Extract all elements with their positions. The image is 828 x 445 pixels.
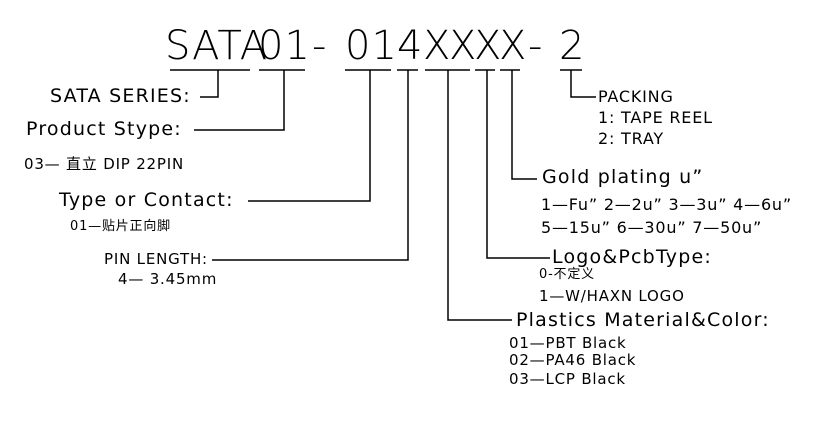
plastics-option: 03—LCP Black (509, 370, 626, 388)
leader-pin-length (212, 70, 409, 261)
plastics-option: 02—PA46 Black (509, 351, 637, 369)
pin-length-label: PIN LENGTH: (104, 250, 208, 268)
gold-plating-option: 1—Fu” 2—2u” 3—3u” 4—6u” (541, 195, 792, 214)
leader-sata-series (200, 70, 219, 98)
type-contact-option: 01—贴片正向脚 (70, 219, 171, 234)
leader-gold-plating (511, 70, 537, 180)
part-number-type-contact-code: 01 (345, 23, 398, 69)
packing-label: PACKING (598, 87, 674, 106)
type-contact-label: Type or Contact: (59, 189, 234, 211)
product-type-option: 03— 直立 DIP 22PIN (24, 155, 184, 173)
logo-pcb-option: 0-不定义 (539, 267, 595, 282)
part-number-product-type-code: 01 (258, 23, 311, 69)
part-number-series: SATA (165, 23, 269, 69)
leader-packing (570, 70, 596, 98)
leader-logo-pcb (486, 70, 550, 259)
gold-plating-option: 5—15u” 6—30u” 7—50u” (541, 218, 763, 237)
packing-option: 2: TRAY (598, 129, 664, 148)
part-number-separator: - (528, 23, 544, 69)
logo-pcb-option: 1—W/HAXN LOGO (539, 287, 685, 305)
plastics-label: Plastics Material&Color: (516, 309, 770, 331)
part-number-pin-length-code: 4 (397, 23, 424, 69)
part-number-extra-code: X (499, 23, 528, 69)
part-number-plastics-code: X (423, 23, 452, 69)
leader-type-contact (248, 70, 371, 202)
part-number-gold-code: X (474, 23, 503, 69)
part-number-packing-code: 2 (559, 23, 586, 69)
part-number-logo-code: X (449, 23, 478, 69)
logo-pcb-label: Logo&PcbType: (552, 246, 712, 268)
sata-series-label: SATA SERIES: (50, 85, 191, 107)
leader-product-type (194, 70, 285, 131)
gold-plating-label: Gold plating u” (542, 166, 704, 188)
packing-option: 1: TAPE REEL (598, 108, 713, 127)
plastics-option: 01—PBT Black (509, 334, 627, 352)
leader-plastics (447, 70, 512, 321)
part-number-separator: - (312, 23, 328, 69)
pin-length-option: 4— 3.45mm (118, 270, 218, 288)
product-type-label: Product Stype: (26, 118, 182, 140)
